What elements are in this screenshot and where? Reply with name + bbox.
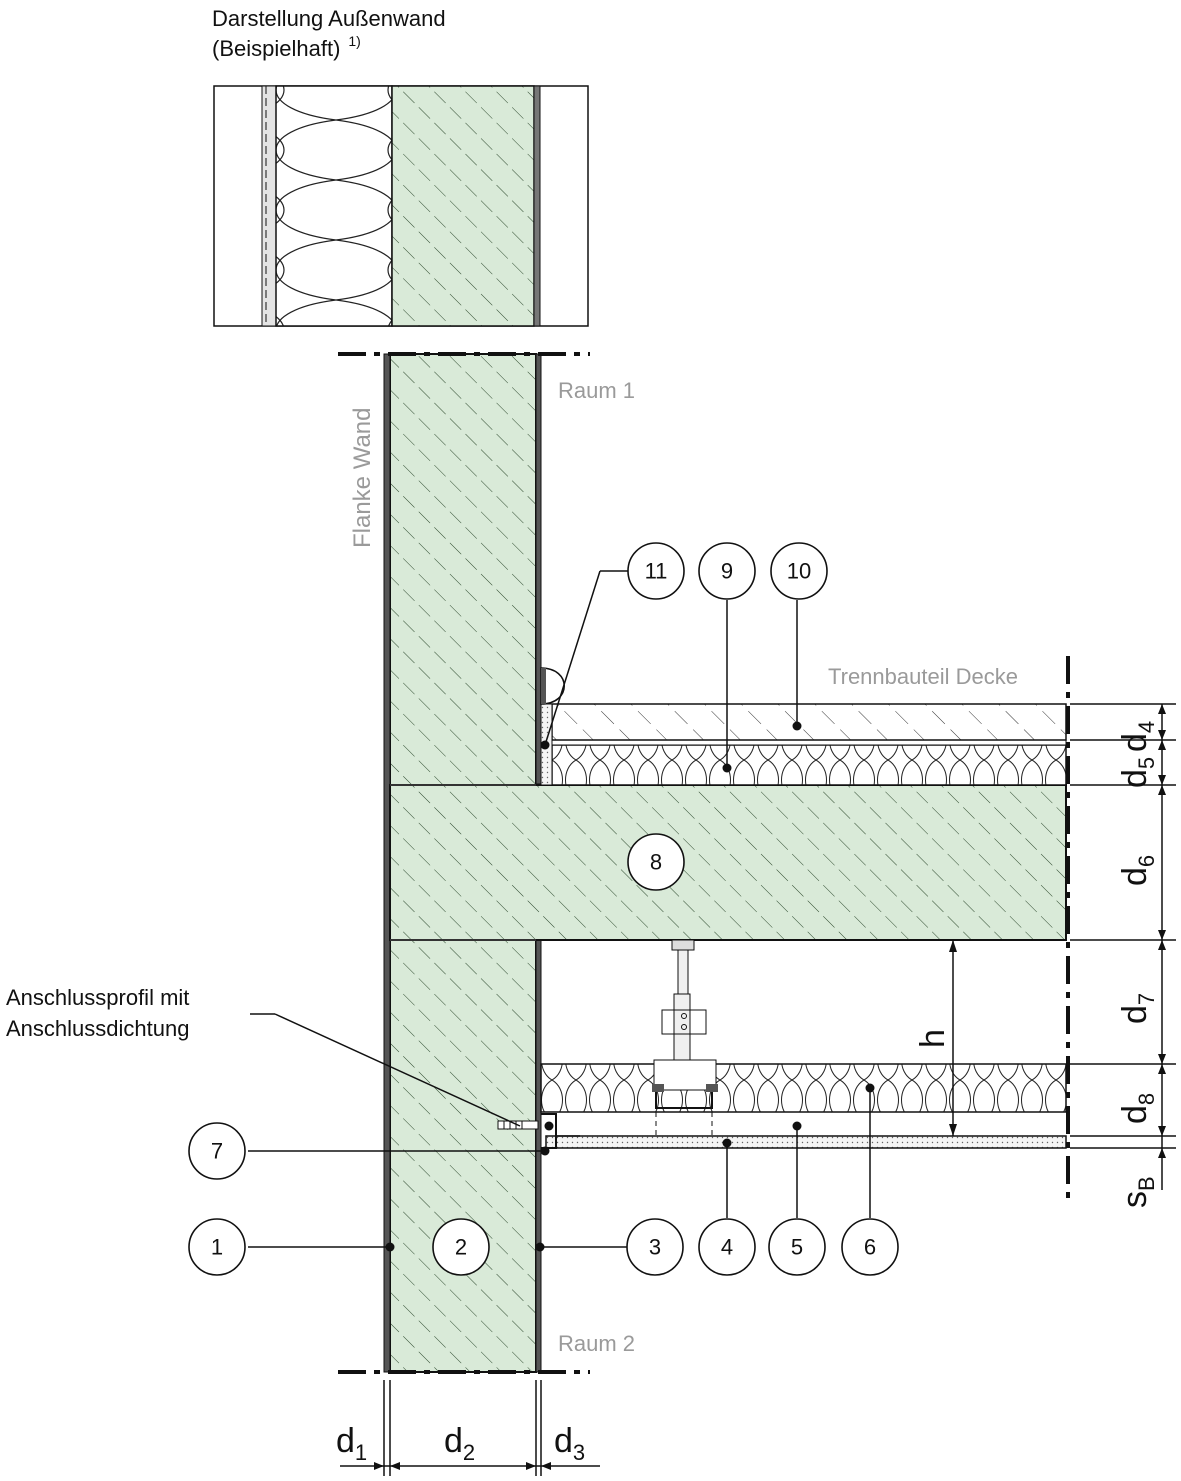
callout-5: 5 [768,1218,826,1276]
callout-circle [770,542,828,600]
callout-circle [768,1218,826,1276]
callout-circle [188,1122,246,1180]
callout-circles: 1 2 3 4 5 6 7 8 9 10 11 [188,542,899,1276]
suspended-ceiling [497,939,1067,1149]
dim-sB: sB [1116,1176,1159,1208]
dim-d6: d6 [1116,855,1159,886]
leader-dots [385,721,875,1252]
callout-6: 6 [841,1218,899,1276]
callout-circle [627,542,685,600]
callout-2: 2 [432,1218,490,1276]
break-lines [338,352,1070,1374]
dimension-lines-bottom [340,1380,600,1476]
callout-number: 3 [649,1235,661,1260]
label-anschlussprofil-line1: Anschlussprofil mit [6,985,189,1010]
callout-number: 7 [211,1139,223,1164]
dim-d7: d7 [1116,993,1159,1024]
header-title-line1: Darstellung Außenwand [212,6,446,31]
label-raum2: Raum 2 [558,1331,635,1356]
callout-9: 9 [698,542,756,600]
dimension-arrows-right [1158,704,1166,1158]
ceiling-slab [389,784,1067,941]
label-anschlussprofil-line2: Anschlussdichtung [6,1016,189,1041]
exterior-wall-example [213,85,589,327]
callout-11: 11 [627,542,685,600]
callout-number: 2 [455,1235,467,1260]
callout-number: 1 [211,1235,223,1260]
callout-number: 8 [650,850,662,875]
callout-number: 4 [721,1235,733,1260]
callout-circle [698,542,756,600]
callout-8: 8 [627,833,685,891]
callout-circle [188,1218,246,1276]
leader-lines [248,570,871,1248]
callout-circle [626,1218,684,1276]
callout-circle [432,1218,490,1276]
callout-circle [841,1218,899,1276]
callout-circle [698,1218,756,1276]
dimension-arrows-bottom [374,1462,551,1470]
callout-number: 10 [787,559,811,584]
dim-d8: d8 [1116,1093,1159,1124]
callout-3: 3 [626,1218,684,1276]
dim-d4: d4 [1116,721,1159,752]
callout-number: 11 [645,559,668,584]
dim-h-line [949,940,957,1136]
callout-number: 6 [864,1235,876,1260]
callout-circle [627,833,685,891]
dim-d2: d2 [444,1422,475,1465]
dim-d5: d5 [1116,757,1159,788]
dim-d3: d3 [554,1422,585,1465]
dim-h: h [914,1029,952,1048]
callout-1: 1 [188,1218,246,1276]
dim-d1: d1 [336,1422,367,1465]
label-trennbauteil-decke: Trennbauteil Decke [828,664,1018,689]
label-raum1: Raum 1 [558,378,635,403]
label-flanke-wand: Flanke Wand [349,407,376,548]
header-title-line2: (Beispielhaft)1) [212,33,361,61]
callout-4: 4 [698,1218,756,1276]
callout-number: 9 [721,559,733,584]
callout-7: 7 [188,1122,246,1180]
callout-number: 5 [791,1235,803,1260]
callout-10: 10 [770,542,828,600]
